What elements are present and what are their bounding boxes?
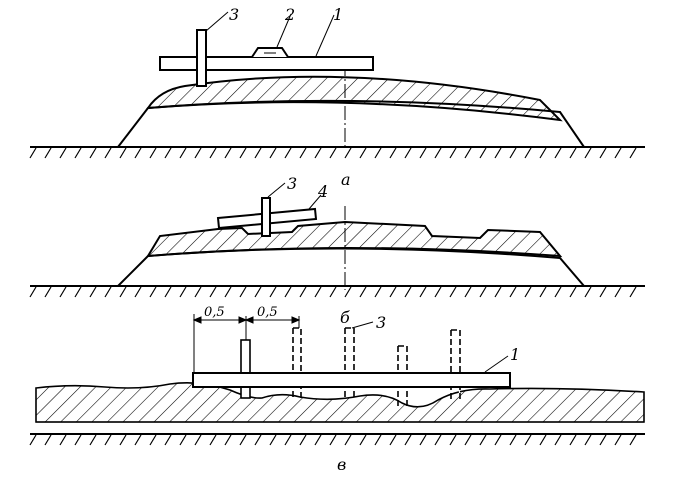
caption-v: в [337,455,346,474]
ground-line-b [29,285,645,298]
label-1-a: 1 [333,5,343,24]
rods-v [240,327,461,406]
measuring-rod-v-1 [240,339,251,399]
dimension-label-2: 0,5 [257,305,278,320]
label-4-b: 4 [317,182,328,201]
pavement-layer-a [146,75,563,122]
surface-layer-v [35,382,645,423]
measuring-rod-v-5 [450,329,461,401]
caption-b: б [340,308,350,327]
label-2-a: 2 [284,5,295,24]
label-3-b: 3 [287,174,297,193]
panel-b: 3 4 б [29,174,645,327]
measuring-rod-3-b [261,197,271,237]
label-1-v: 1 [510,345,520,364]
measuring-rod-3-a [196,29,207,87]
panel-v: 0,5 0,5 3 1 в [29,305,645,474]
pavement-layer-b [146,220,563,258]
label-3-a: 3 [229,5,239,24]
caption-a: а [341,170,351,189]
ground-line-v [29,433,645,446]
ground-line-a [29,146,645,159]
dimension-lines [192,314,301,372]
label-3-v: 3 [376,313,386,332]
dimension-label-1: 0,5 [204,305,225,320]
panel-a: 3 2 1 а [29,5,645,189]
straightedge-1-a [159,56,374,71]
straightedge-1-v [192,372,511,388]
